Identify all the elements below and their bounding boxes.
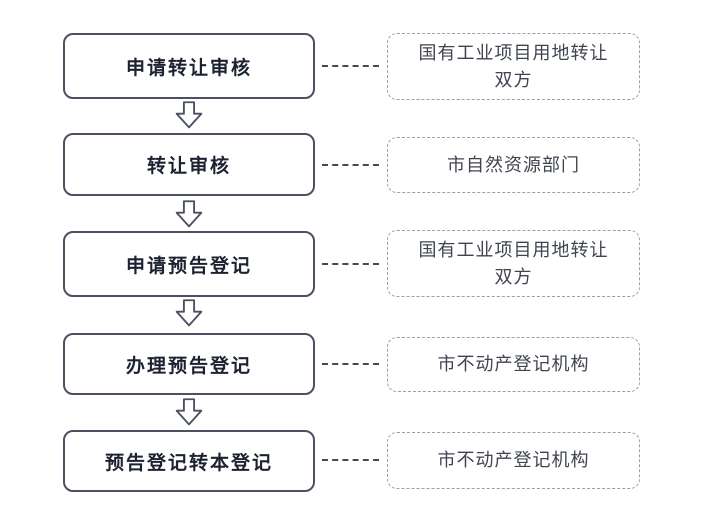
step-1-label: 申请转让审核 [125, 57, 252, 79]
actor-1-box: 国有工业项目用地转让 双方 [387, 33, 640, 100]
step-5-label: 预告登记转本登记 [104, 452, 273, 474]
step-2-box: 转让审核 [63, 133, 315, 196]
step-1-box: 申请转让审核 [63, 33, 315, 99]
step-3-box: 申请预告登记 [63, 231, 315, 297]
actor-3-label: 国有工业项目用地转让 双方 [418, 240, 609, 287]
dashed-connector-2 [322, 164, 379, 166]
step-4-box: 办理预告登记 [63, 333, 315, 395]
dashed-connector-5 [322, 459, 379, 461]
step-4-label: 办理预告登记 [125, 355, 252, 377]
down-arrow-icon [172, 297, 206, 329]
actor-4-box: 市不动产登记机构 [387, 337, 640, 392]
dashed-connector-4 [322, 363, 379, 365]
step-5-box: 预告登记转本登记 [63, 430, 315, 492]
step-2-label: 转让审核 [146, 156, 231, 177]
actor-2-box: 市自然资源部门 [387, 137, 640, 193]
down-arrow-icon [172, 99, 206, 131]
down-arrow-icon [172, 198, 206, 230]
dashed-connector-1 [322, 65, 379, 67]
actor-2-label: 市自然资源部门 [447, 154, 580, 175]
actor-1-label: 国有工业项目用地转让 双方 [418, 43, 609, 90]
step-3-label: 申请预告登记 [125, 255, 252, 277]
dashed-connector-3 [322, 263, 379, 265]
actor-4-label: 市不动产登记机构 [437, 354, 590, 375]
actor-5-box: 市不动产登记机构 [387, 432, 640, 489]
actor-3-box: 国有工业项目用地转让 双方 [387, 230, 640, 297]
down-arrow-icon [172, 396, 206, 428]
actor-5-label: 市不动产登记机构 [437, 450, 590, 471]
